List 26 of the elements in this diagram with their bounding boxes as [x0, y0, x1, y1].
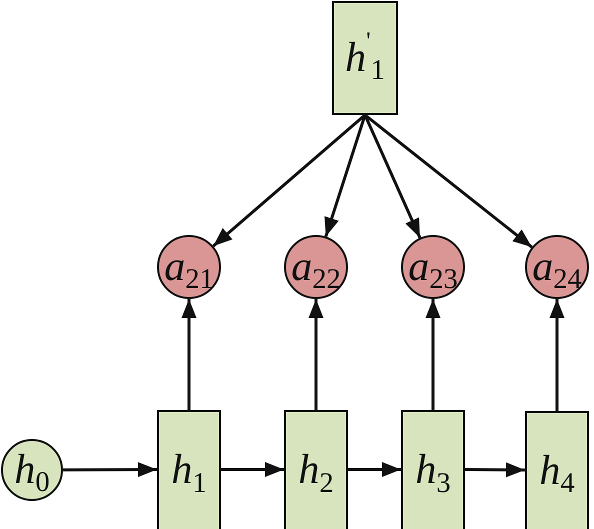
arrow: [426, 299, 440, 410]
arrow: [364, 114, 533, 248]
arrow: [212, 114, 366, 248]
weight-label: a$_{23}$: [408, 242, 458, 298]
state-box: [332, 1, 398, 115]
state-label: h$_{4}$: [539, 446, 575, 502]
state-label: h$_{1}$: [171, 446, 207, 501]
arrow: [550, 299, 564, 411]
state-box: [157, 410, 221, 529]
state-label: h$_{2}$: [298, 446, 334, 501]
weight-label: a$_{22}$: [291, 242, 341, 298]
state-label: h$_{3}$: [415, 446, 451, 501]
state-box: [525, 411, 589, 529]
arrow: [348, 462, 401, 477]
weight-label: a$_{24}$: [532, 242, 582, 298]
arrow: [308, 299, 324, 410]
arrow: [63, 462, 157, 478]
state-label: h$_{0}$: [14, 446, 50, 500]
weight-label: a$_{21}$: [164, 242, 214, 298]
state-box: [401, 410, 465, 529]
arrow: [182, 299, 196, 410]
arrow: [221, 462, 284, 477]
state-box: [284, 410, 348, 529]
arrow: [364, 114, 422, 238]
arrow: [324, 114, 366, 237]
arrow: [464, 462, 526, 478]
